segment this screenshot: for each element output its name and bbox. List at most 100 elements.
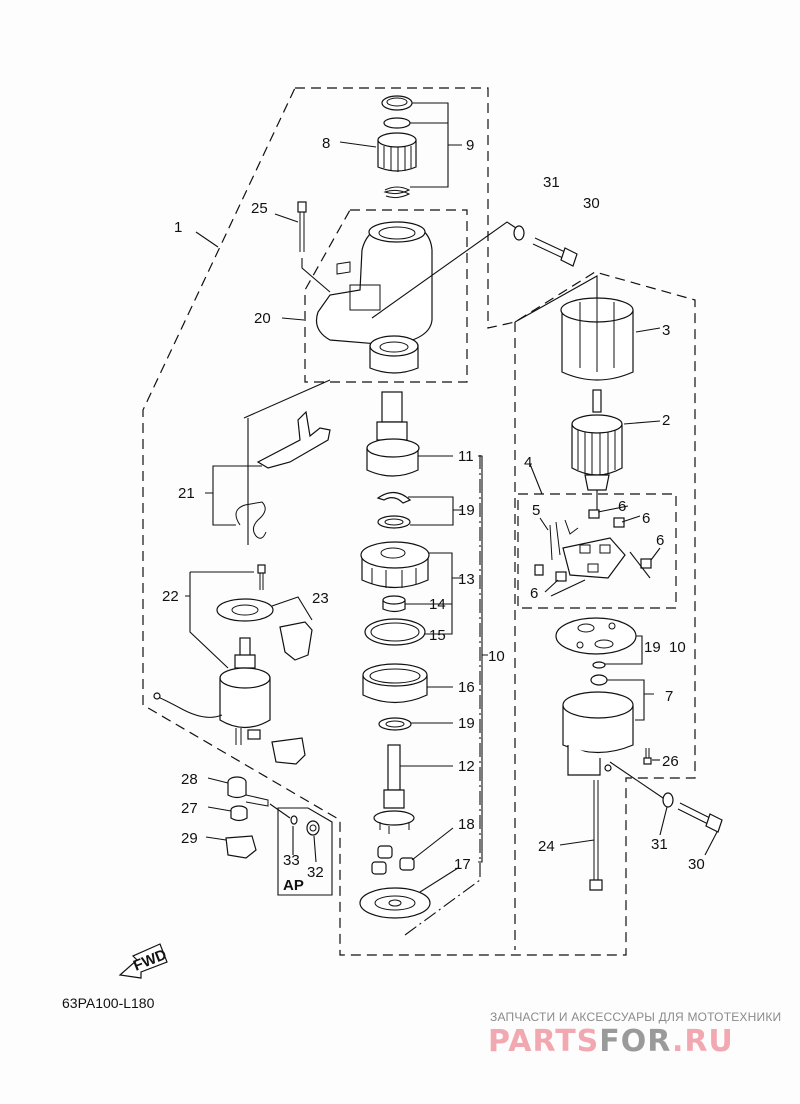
callout-12: 12 (458, 758, 475, 775)
part-8-pinion-gear (377, 132, 417, 172)
part-22-screw (257, 564, 266, 590)
fwd-direction-arrow: FWD (118, 943, 169, 979)
part-17-plate (359, 887, 431, 919)
part-2-armature (571, 389, 623, 491)
callout-8: 8 (322, 135, 330, 152)
callout-19a: 19 (458, 502, 475, 519)
watermark-logo-ru: .RU (671, 1024, 734, 1059)
part-30-bolt-top (532, 237, 578, 267)
part-30-bolt-bottom (677, 802, 723, 833)
callout-4: 4 (524, 454, 532, 471)
callout-30a: 30 (583, 195, 600, 212)
part-13-planetary-housing (360, 541, 430, 589)
part-18-planet-gear-c (399, 857, 415, 871)
assembly-outline-1 (142, 87, 696, 956)
part-7-end-cover (562, 691, 634, 776)
part-3-yoke (560, 297, 634, 381)
part-21-spring (235, 501, 267, 539)
callout-6d: 6 (530, 585, 538, 602)
part-22-gasket (216, 598, 274, 622)
part-25-bolt (297, 201, 331, 293)
part-24-through-bolt (589, 780, 603, 891)
callout-29: 29 (181, 830, 198, 847)
callout-19b: 19 (458, 715, 475, 732)
part-26-screw (643, 748, 652, 765)
part-31-washer-bottom (662, 792, 674, 808)
watermark-tagline: ЗАПЧАСТИ И АКСЕССУАРЫ ДЛЯ МОТОТЕХНИКИ (490, 1010, 782, 1024)
diagram-code: 63PA100-L180 (62, 995, 155, 1011)
callout-27: 27 (181, 800, 198, 817)
part-19-snap-ring (376, 491, 412, 504)
callout-6a: 6 (618, 498, 626, 515)
part-5-brush-lead (534, 519, 579, 576)
callout-13: 13 (458, 571, 475, 588)
part-32-nut (306, 820, 320, 836)
watermark-logo: PARTSFOR.RU (488, 1024, 734, 1059)
part-33-circlip (290, 815, 298, 825)
callout-23: 23 (312, 590, 329, 607)
callout-17: 17 (454, 856, 471, 873)
callout-19c: 19 (644, 639, 661, 656)
callout-6b: 6 (642, 510, 650, 527)
part-19-brush-plate (555, 617, 637, 655)
callout-21: 21 (178, 485, 195, 502)
part-6-spring-b (613, 517, 625, 528)
callout-28: 28 (181, 771, 198, 788)
part-22-lead-wire (157, 696, 223, 718)
part-11-clutch (366, 391, 420, 477)
watermark-logo-for: FOR (599, 1024, 672, 1059)
part-9-oring (383, 117, 411, 129)
housing-group-outline (304, 209, 468, 383)
callout-24: 24 (538, 838, 555, 855)
part-16-internal-gear (362, 663, 428, 704)
watermark-logo-parts: PARTS (488, 1024, 600, 1059)
callout-18: 18 (458, 816, 475, 833)
ap-kit-outline (277, 807, 333, 896)
callout-5: 5 (532, 502, 540, 519)
part-19-washer-a (377, 515, 411, 529)
part-12-planet-shaft (373, 744, 415, 834)
part-19-washer-b (378, 717, 412, 731)
callout-7: 7 (665, 688, 673, 705)
callout-20: 20 (254, 310, 271, 327)
part-28-terminal (227, 776, 269, 807)
callout-33: 33 (283, 852, 300, 869)
part-6-spring-d (555, 571, 567, 582)
part-27-nut (230, 805, 248, 822)
part-23-plunger-cap (279, 621, 313, 661)
callout-30b: 30 (688, 856, 705, 873)
callout-2: 2 (662, 412, 670, 429)
callout-32: 32 (307, 864, 324, 881)
part-21-shift-lever (256, 410, 331, 469)
callout-11: 11 (458, 448, 474, 465)
callout-10a: 10 (488, 648, 505, 665)
part-6-spring-a (588, 509, 600, 519)
part-31-washer-top (513, 225, 525, 241)
part-18-planet-gear-a (377, 845, 393, 859)
callout-15: 15 (429, 627, 446, 644)
part-29-cap (225, 835, 257, 859)
callout-3: 3 (662, 322, 670, 339)
part-22-solenoid (219, 637, 271, 745)
brush-holder-group-outline (517, 493, 677, 609)
part-14-bushing (382, 595, 406, 613)
part-bushing-left (271, 737, 306, 765)
part-9-seal (381, 95, 413, 111)
part-9-spring (383, 186, 411, 199)
callout-31b: 31 (651, 836, 668, 853)
part-15-ring (364, 618, 426, 646)
callout-1: 1 (174, 219, 182, 236)
part-19-small-ring (592, 661, 606, 669)
ap-label: AP (283, 877, 304, 894)
callout-10b: 10 (669, 639, 686, 656)
callout-14: 14 (429, 596, 446, 613)
part-bearing (369, 335, 419, 374)
callout-31a: 31 (543, 174, 560, 191)
callout-6c: 6 (656, 532, 664, 549)
callout-25: 25 (251, 200, 268, 217)
fwd-label: FWD (131, 946, 169, 975)
callout-9: 9 (466, 137, 474, 154)
callout-26: 26 (662, 753, 679, 770)
part-20-front-housing (315, 221, 433, 346)
